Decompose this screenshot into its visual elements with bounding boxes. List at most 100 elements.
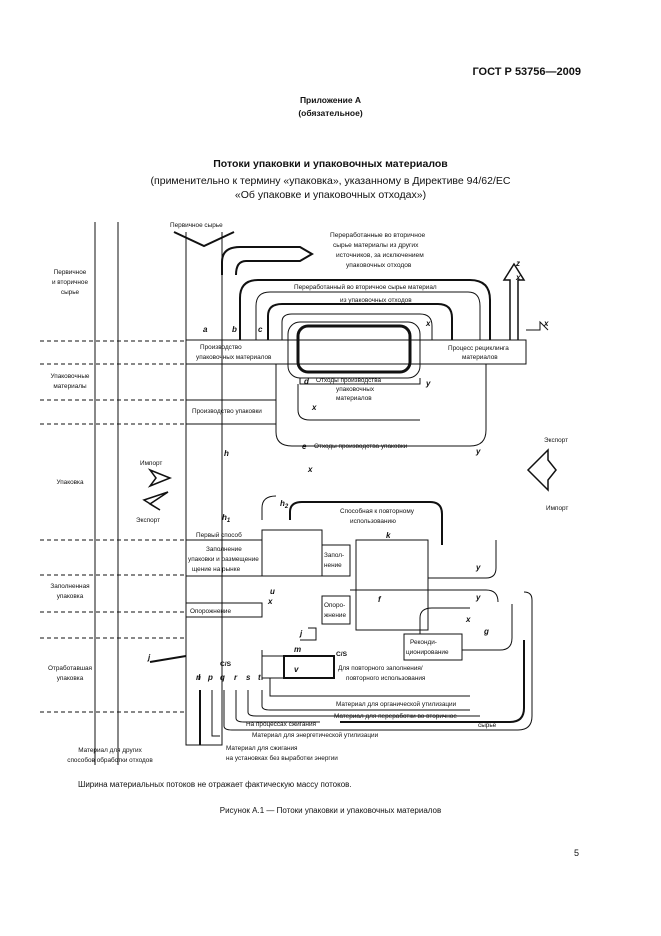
materials-production-loop <box>296 324 412 374</box>
figure-subtitle: (применительно к термину «упаковка», ука… <box>0 174 661 202</box>
main-flow-channel <box>185 232 223 746</box>
j-flow-left <box>149 655 187 663</box>
refill-line-2: повторного использования <box>346 675 426 682</box>
stage-packaging: Упаковка <box>56 479 84 486</box>
recycled-other-line-1: Переработанные во вторичное <box>330 231 426 239</box>
flow-letter-h1: h1 <box>222 513 231 524</box>
stage-filled-line-2: упаковка <box>57 593 84 600</box>
j-flow <box>300 627 317 641</box>
recycled-other-line-4: упаковочных отходов <box>346 262 412 269</box>
recycling-process-line-2: материалов <box>462 354 498 361</box>
import-right-arrow <box>526 448 557 492</box>
flow-letter-y-1: y <box>425 379 431 388</box>
stage-filled-line-1: Заполненная <box>50 583 90 590</box>
stage-primary-line-1: Первичное <box>54 269 87 276</box>
flow-letter-s: s <box>246 673 251 682</box>
emptying-box <box>321 595 351 625</box>
export-small-arrow <box>526 320 549 331</box>
primary-raw-arrow <box>173 231 235 248</box>
waste-packaging-loop <box>275 364 487 447</box>
subtitle-line-1: (применительно к термину «упаковка», ука… <box>150 175 511 187</box>
recycled-loop-outer <box>239 279 491 340</box>
appendix-name: Приложение А <box>299 95 362 105</box>
packaging-production-label: Производство упаковки <box>192 408 262 415</box>
reusable-line-2: использованию <box>350 518 396 525</box>
flow-letter-u: u <box>270 587 275 596</box>
flow-letter-x-1: x <box>425 319 431 328</box>
figure-caption: Рисунок А.1 — Потоки упаковки и упаковоч… <box>219 806 442 815</box>
burn-line-1: Материал для сжигания <box>226 745 298 752</box>
waste-materials-flow <box>299 378 421 385</box>
materials-production-band <box>185 339 527 365</box>
stage-spent-line-2: упаковка <box>57 675 84 682</box>
flow-letter-q: q <box>220 673 225 682</box>
material-recycling-line-2: сырье <box>478 722 497 729</box>
reconditioning-line-2: ционирование <box>406 649 449 656</box>
reconditioning-in <box>419 607 470 634</box>
waste-materials-line-3: материалов <box>336 395 372 402</box>
refill-line-1: Для повторного заполнения/ <box>338 665 423 672</box>
flow-letter-y-4: y <box>475 593 481 602</box>
export-left-arrow <box>142 491 169 511</box>
process-incineration-label: На процессах сжигания <box>246 721 317 728</box>
flow-letter-x-2: x <box>311 403 317 412</box>
spent-flow-s <box>247 690 480 717</box>
spent-flow-p <box>211 690 220 737</box>
reconditioning-box <box>403 633 463 661</box>
filling-line-2: нение <box>324 562 342 569</box>
recycled-other-line-3: источников, за исключением <box>336 252 424 259</box>
emptying-band <box>185 602 263 618</box>
appendix-status: (обязательное) <box>298 108 363 118</box>
energy-label: Материал для энергетической утилизации <box>252 731 379 739</box>
filling-main-block <box>355 539 429 631</box>
materials-production-loop-outer <box>287 321 421 379</box>
export-left-label: Экспорт <box>136 517 160 524</box>
stage-materials-line-2: материалы <box>53 383 87 390</box>
flow-letter-m: m <box>294 645 301 654</box>
emptying-line <box>350 589 499 603</box>
waste-materials-line-2: упаковочных <box>336 386 375 393</box>
filling-box <box>321 544 351 577</box>
emptying-line-2: жнение <box>324 612 346 619</box>
emptying-line-1: Опоро- <box>324 602 345 609</box>
flow-letter-p: p <box>207 673 213 682</box>
import-left-label: Импорт <box>140 460 162 467</box>
spent-flow-t <box>261 690 470 711</box>
import-right-label: Импорт <box>546 505 568 512</box>
cs-label-left: C/S <box>220 661 232 668</box>
flow-letter-v: v <box>294 665 299 674</box>
flow-letter-f: f <box>378 595 382 604</box>
flow-letter-n: n <box>196 673 201 682</box>
organic-label: Материал для органической утилизации <box>336 700 457 708</box>
flow-letter-y-3: y <box>475 563 481 572</box>
filled-return-line <box>428 540 497 579</box>
flow-letter-h2: h2 <box>280 499 289 510</box>
filling-line-1: Запол- <box>324 552 344 559</box>
flow-letter-x-7: x <box>515 273 521 282</box>
reusable-loop <box>289 501 443 545</box>
flow-letter-a: a <box>203 325 208 334</box>
emptying-left-label: Опорожнение <box>190 608 231 615</box>
materials-production-line-2: упаковочных материалов <box>196 354 272 361</box>
recycling-process-line-1: Процесс рециклинга <box>448 345 509 352</box>
material-recycling-line-1: Материал для переработки во вторичное <box>334 712 457 720</box>
reusable-loop-left <box>261 495 277 520</box>
spent-flow-r <box>235 690 320 723</box>
flow-letter-j: j <box>299 629 303 638</box>
primary-raw-label: Первичное сырье <box>170 222 223 229</box>
flow-letter-d: d <box>304 377 310 386</box>
flow-letter-h: h <box>224 449 229 458</box>
outer-right-loop <box>340 640 525 723</box>
flow-letter-b: b <box>232 325 237 334</box>
flow-letter-l: l <box>198 673 201 682</box>
flow-letter-c: c <box>258 325 263 334</box>
v-block <box>283 655 335 679</box>
recycled-loop <box>255 291 481 340</box>
flow-letter-x-5: x <box>465 615 471 624</box>
stage-other-line-2: способов обработки отходов <box>67 756 153 764</box>
filling-market-line-2: упаковки и размещение <box>188 556 259 563</box>
flow-letter-g: g <box>483 627 489 636</box>
waste-materials-line-1: Отходы производства <box>316 377 382 384</box>
filling-left-block <box>261 529 323 577</box>
